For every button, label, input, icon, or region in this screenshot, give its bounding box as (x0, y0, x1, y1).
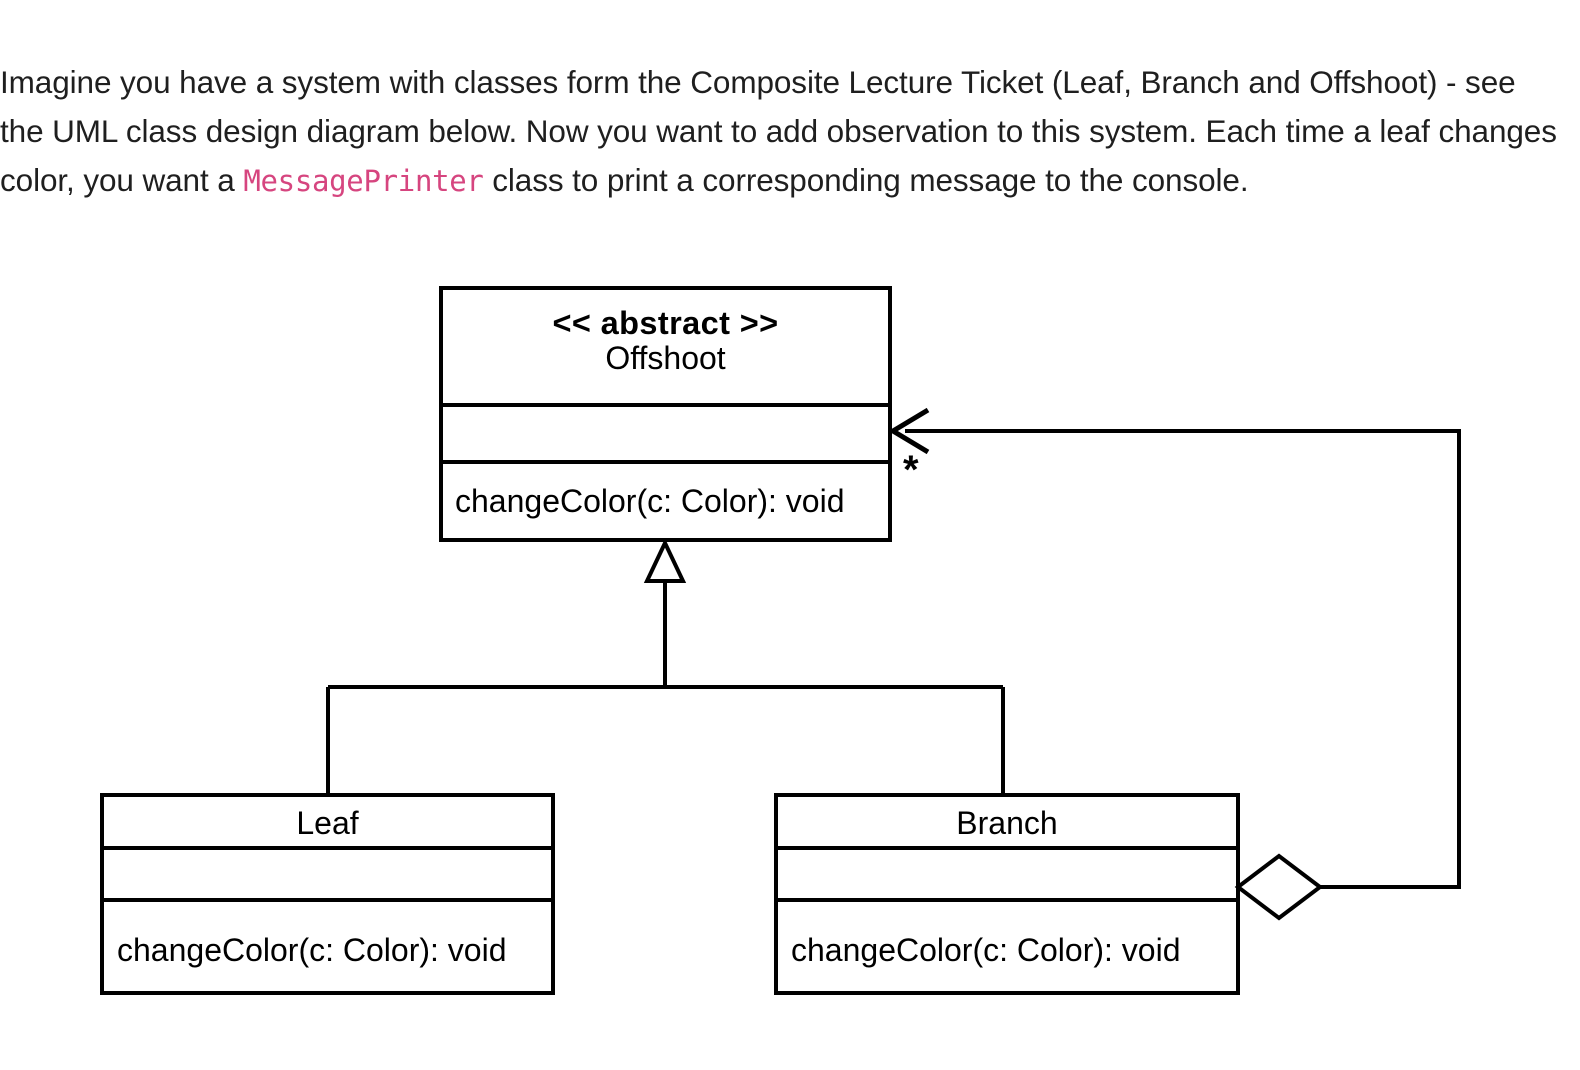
prompt-paragraph: Imagine you have a system with classes f… (0, 58, 1560, 206)
prompt-text-part1: Imagine you have a system with classes f… (0, 63, 1557, 198)
offshoot-box-outline (439, 286, 892, 542)
leaf-box-outline (100, 793, 555, 995)
class-box-branch[interactable] (774, 793, 1240, 995)
open-arrow-icon (888, 407, 930, 455)
branch-method-changecolor: changeColor(c: Color): void (791, 932, 1181, 968)
branch-box-outline (774, 793, 1240, 995)
prompt-text-part2: class to print a corresponding message t… (483, 161, 1249, 198)
generalization-connector (326, 538, 1005, 795)
aggregation-connector (888, 407, 1461, 921)
leaf-method-changecolor: changeColor(c: Color): void (117, 932, 507, 968)
offshoot-method-changecolor: changeColor(c: Color): void (455, 483, 845, 519)
aggregation-diamond-icon (1234, 853, 1324, 921)
message-printer-code-token: MessagePrinter (243, 163, 484, 198)
multiplicity-label-star: * (903, 448, 919, 492)
class-box-leaf[interactable] (100, 793, 555, 995)
aggregation-route-line (905, 429, 1461, 889)
inheritance-triangle-icon (643, 538, 687, 583)
class-box-offshoot[interactable] (439, 286, 892, 542)
